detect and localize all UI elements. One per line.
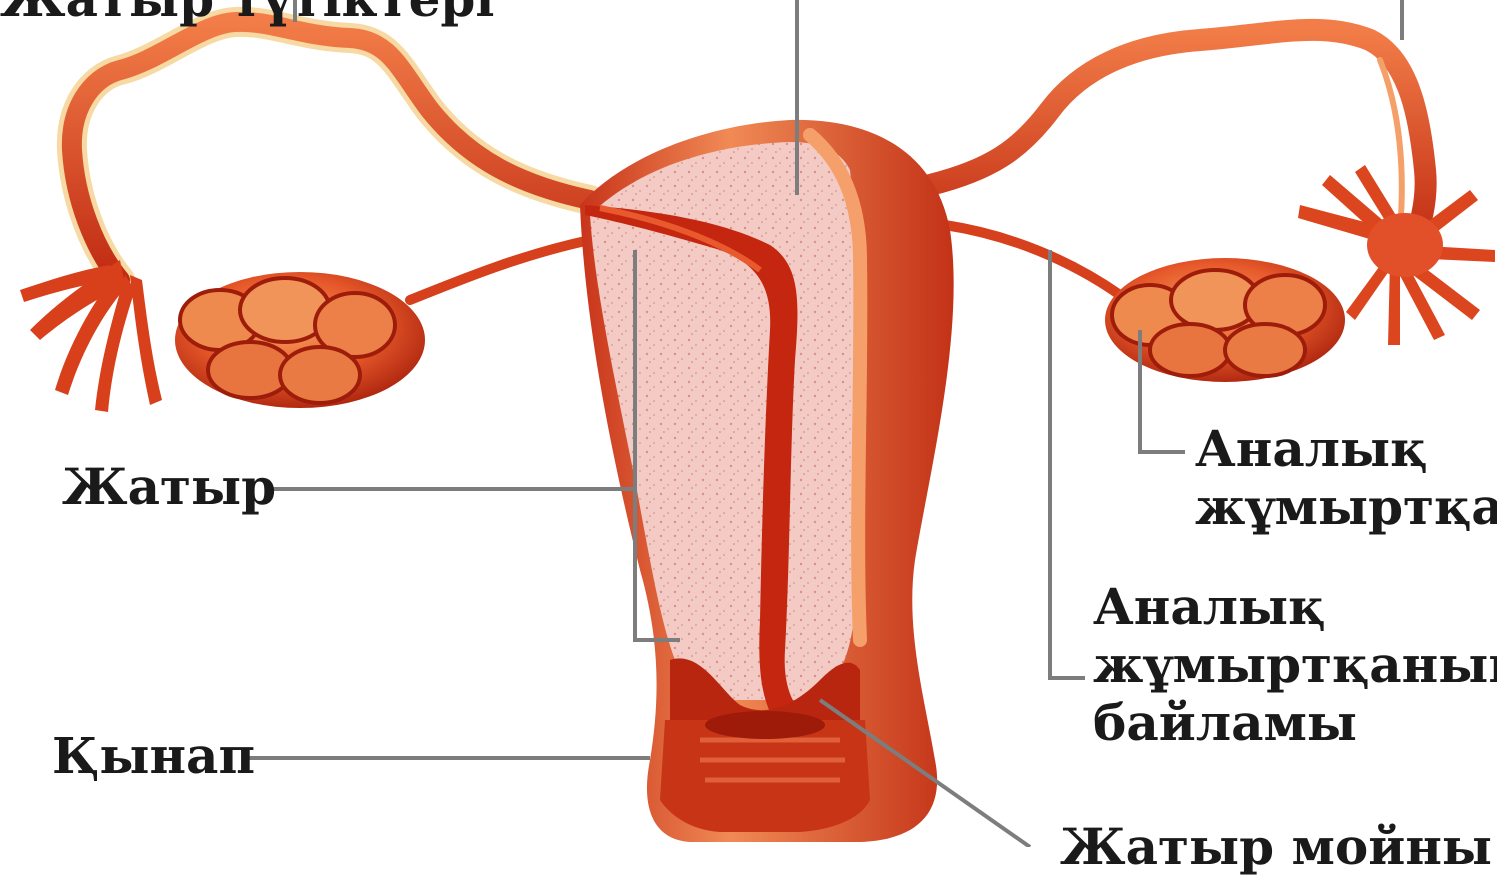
left-ovary [175, 272, 425, 408]
label-ovary-line2: жұмыртқа [1195, 478, 1497, 536]
label-ligament-line3: байламы [1093, 694, 1497, 752]
label-ovarian-ligament: Аналық жұмыртқаның байламы [1093, 578, 1497, 752]
left-fallopian-tube [72, 22, 590, 280]
left-ovarian-ligament [410, 240, 590, 300]
label-ovary: Аналық жұмыртқа [1195, 420, 1497, 536]
endometrium-section [590, 142, 856, 700]
label-ovary-line1: Аналық [1195, 420, 1497, 478]
label-ligament-line2: жұмыртқаның [1093, 636, 1497, 694]
label-uterus: Жатыр [62, 458, 276, 516]
label-fallopian-tube: Жатыр түтіктері [0, 0, 494, 28]
label-cervix: Жатыр мойны [1060, 818, 1492, 876]
leader-ligament [1050, 250, 1085, 678]
label-ligament-line1: Аналық [1093, 578, 1497, 636]
right-ovarian-ligament [945, 225, 1120, 295]
left-fimbriae [20, 260, 162, 412]
right-fallopian-tube [930, 30, 1426, 250]
label-vagina: Қынап [52, 727, 255, 785]
